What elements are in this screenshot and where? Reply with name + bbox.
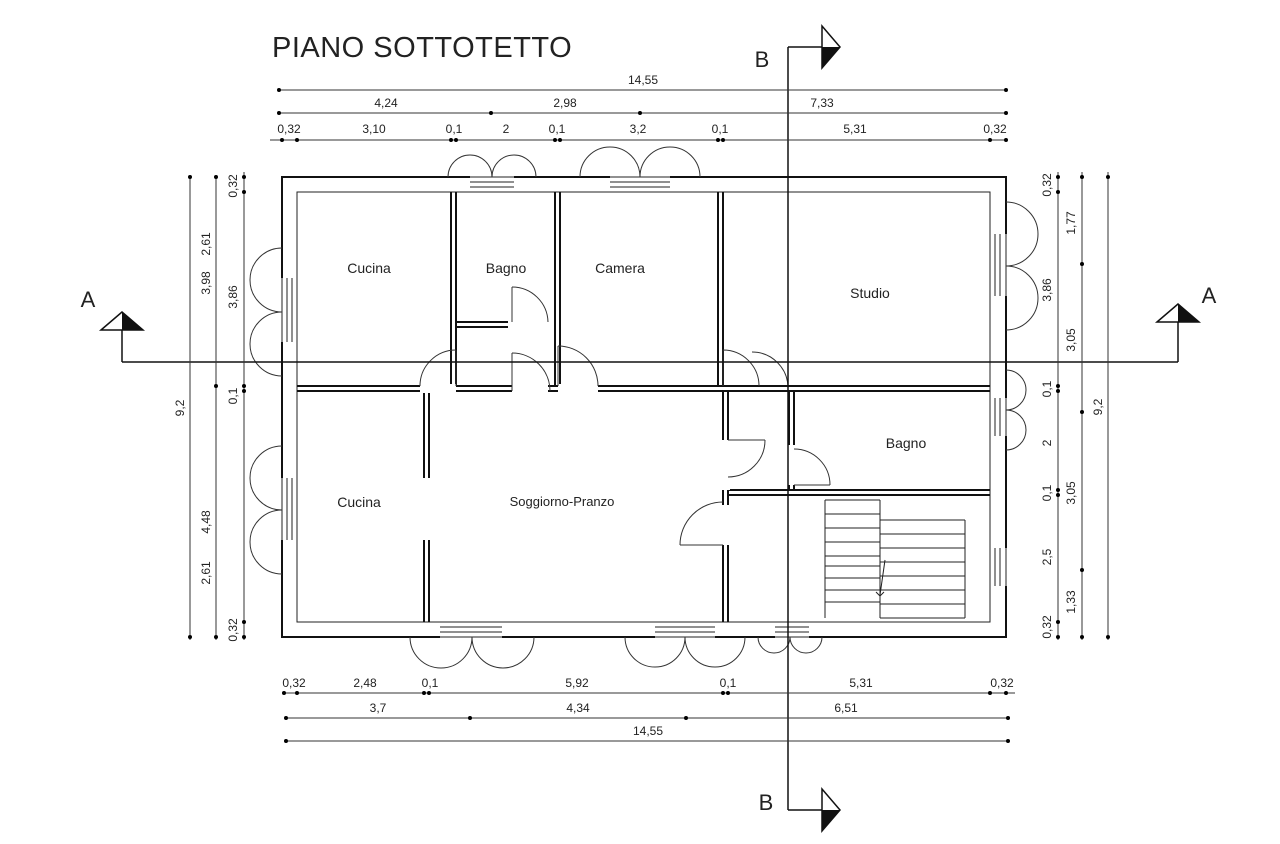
dim-left-inner-2: 2,61 <box>199 232 213 256</box>
dim-bottom-row1-1: 0,32 <box>282 676 306 690</box>
section-a-right-label: A <box>1202 283 1217 308</box>
dim-top-row3-6: 3,2 <box>630 122 647 136</box>
dim-right-inner-5: 0,1 <box>1040 484 1054 501</box>
dim-left-middle-a: 3,98 <box>199 271 213 295</box>
dim-top-row2-a: 4,24 <box>374 96 398 110</box>
dim-right-outer: 9,2 <box>1091 398 1105 415</box>
windows <box>280 175 1007 639</box>
room-label-cucina-bottom: Cucina <box>337 494 381 510</box>
dim-right-middle-2: 3,05 <box>1064 328 1078 352</box>
dimensions-right: 0,32 3,86 0,1 2 0,1 2,5 0,32 1,77 3,05 3… <box>1040 172 1110 640</box>
dim-right-middle-1: 1,77 <box>1064 211 1078 235</box>
outer-wall-outline <box>281 176 1007 638</box>
room-label-soggiorno-pranzo: Soggiorno-Pranzo <box>510 494 615 509</box>
dim-right-inner-6: 2,5 <box>1040 548 1054 565</box>
dim-left-inner-3: 3,86 <box>226 285 240 309</box>
dim-right-inner-2: 3,86 <box>1040 278 1054 302</box>
room-label-camera: Camera <box>595 260 645 276</box>
room-label-bagno-top: Bagno <box>486 260 527 276</box>
dim-bottom-row2-b: 4,34 <box>566 701 590 715</box>
dim-top-row3-9: 0,32 <box>983 122 1007 136</box>
window-swings <box>249 146 1039 669</box>
dim-right-inner-4: 2 <box>1040 439 1054 446</box>
dim-bottom-row1-7: 0,32 <box>990 676 1014 690</box>
staircase <box>824 499 966 619</box>
dim-left-inner-4: 0,1 <box>226 387 240 404</box>
dim-bottom-row1-3: 0,1 <box>422 676 439 690</box>
section-b-marker: B B <box>755 23 841 834</box>
dim-top-row3-1: 0,32 <box>277 122 301 136</box>
room-label-bagno-right: Bagno <box>886 435 927 451</box>
dim-top-row3-3: 0,1 <box>446 122 463 136</box>
doors <box>419 286 831 546</box>
section-a-marker: A A <box>81 283 1217 363</box>
dimensions-top: 14,55 4,24 2,98 7,33 0,32 3,10 0,1 2 0,1… <box>270 73 1008 142</box>
dim-right-inner-1: 0,32 <box>1040 173 1054 197</box>
dim-top-row2-c: 7,33 <box>810 96 834 110</box>
room-label-studio: Studio <box>850 285 890 301</box>
dim-left-inner-5: 2,61 <box>199 561 213 585</box>
dim-right-inner-7: 0,32 <box>1040 615 1054 639</box>
dim-top-row3-2: 3,10 <box>362 122 386 136</box>
dim-bottom-total: 14,55 <box>633 724 663 738</box>
plan-title: PIANO SOTTOTETTO <box>272 32 572 64</box>
dim-bottom-row1-6: 5,31 <box>849 676 873 690</box>
section-b-top-label: B <box>755 47 770 72</box>
outer-wall-inner-outline <box>296 191 991 623</box>
dim-bottom-row1-4: 5,92 <box>565 676 589 690</box>
dimensions-left: 9,2 3,98 4,48 0,32 2,61 3,86 0,1 2,61 0,… <box>173 172 246 642</box>
dim-top-row3-4: 2 <box>503 122 510 136</box>
dim-right-middle-3: 3,05 <box>1064 481 1078 505</box>
walls <box>281 176 1007 638</box>
dim-bottom-row1-5: 0,1 <box>720 676 737 690</box>
dim-left-inner-1: 0,32 <box>226 174 240 198</box>
dim-top-row3-7: 0,1 <box>712 122 729 136</box>
dim-left-outer: 9,2 <box>173 399 187 416</box>
section-a-left-label: A <box>81 287 96 312</box>
dim-left-inner-6: 0,32 <box>226 618 240 642</box>
dimensions-bottom: 0,32 2,48 0,1 5,92 0,1 5,31 0,32 3,7 4,3… <box>282 676 1015 743</box>
dim-top-row2-b: 2,98 <box>553 96 577 110</box>
dim-right-inner-3: 0,1 <box>1040 380 1054 397</box>
dim-bottom-row1-2: 2,48 <box>353 676 377 690</box>
dim-top-row3-5: 0,1 <box>549 122 566 136</box>
dim-bottom-row2-c: 6,51 <box>834 701 858 715</box>
dim-right-middle-4: 1,33 <box>1064 590 1078 614</box>
room-label-cucina-top: Cucina <box>347 260 391 276</box>
dim-bottom-row2-a: 3,7 <box>370 701 387 715</box>
section-b-bottom-label: B <box>759 790 774 815</box>
dim-left-middle-b: 4,48 <box>199 510 213 534</box>
dim-top-total: 14,55 <box>628 73 658 87</box>
dim-top-row3-8: 5,31 <box>843 122 867 136</box>
